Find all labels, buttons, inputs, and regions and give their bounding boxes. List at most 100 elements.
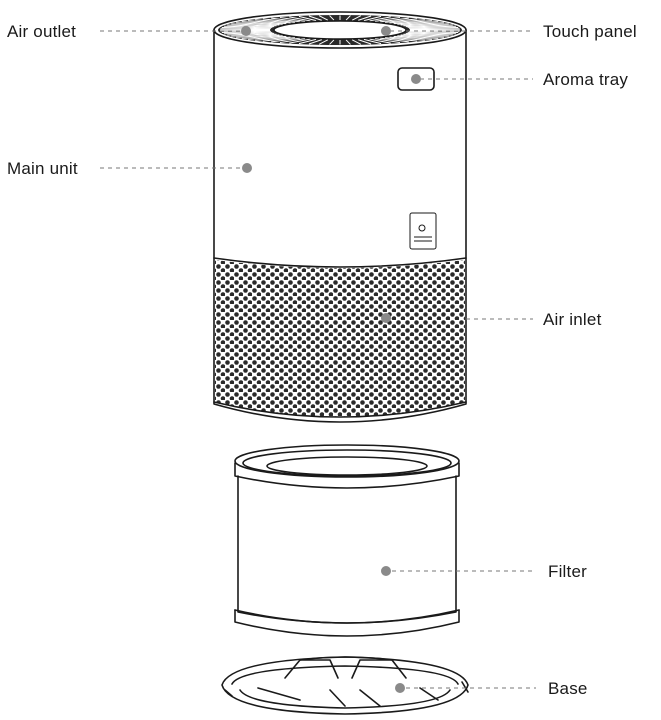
grille-slot bbox=[374, 16, 401, 22]
callout-aroma-tray: Aroma tray bbox=[411, 70, 628, 89]
grille-slot bbox=[389, 19, 425, 24]
grille-slot bbox=[397, 21, 439, 25]
filter-drawing bbox=[234, 444, 460, 637]
grille-slot bbox=[329, 15, 335, 21]
grille-slot bbox=[369, 38, 391, 44]
grille-slot bbox=[308, 15, 323, 21]
grille-slot bbox=[384, 18, 418, 23]
grille-slot bbox=[248, 35, 287, 40]
callout-base: Base bbox=[395, 679, 588, 698]
grille-slot bbox=[231, 33, 277, 37]
marker-dot bbox=[381, 26, 391, 36]
marker-dot bbox=[381, 566, 391, 576]
base-outer bbox=[221, 656, 469, 715]
filter-body bbox=[237, 475, 457, 624]
label-main-unit: Main unit bbox=[7, 159, 78, 178]
filter-top-rim-mid bbox=[242, 449, 452, 477]
grille-slot bbox=[271, 17, 300, 23]
grille-slot bbox=[262, 37, 296, 42]
main-unit-body bbox=[213, 29, 467, 423]
grille-slot bbox=[393, 20, 432, 25]
grille-slot bbox=[298, 15, 317, 22]
grille-slot bbox=[403, 33, 449, 37]
touch-panel-disc bbox=[273, 20, 407, 40]
grille-slot bbox=[408, 31, 459, 34]
grille-slot bbox=[403, 23, 449, 27]
grille-slot bbox=[241, 21, 283, 25]
grille-slot bbox=[400, 22, 444, 26]
grille-slot bbox=[227, 32, 275, 36]
marker-dot bbox=[241, 26, 251, 36]
filter-top-opening bbox=[266, 456, 428, 476]
filter-bottom-band bbox=[234, 609, 460, 637]
grille-slot bbox=[345, 39, 351, 45]
base-drawing bbox=[221, 656, 469, 715]
label-base: Base bbox=[548, 679, 588, 698]
grille-slot bbox=[363, 15, 382, 22]
grille-slot bbox=[407, 32, 456, 35]
grille-slot bbox=[241, 35, 283, 39]
label-aroma-tray: Aroma tray bbox=[543, 70, 628, 89]
grille-slot bbox=[248, 20, 287, 25]
inlet-bottom-edge bbox=[213, 401, 467, 418]
grille-slot bbox=[374, 38, 401, 44]
grille-slot bbox=[380, 17, 409, 23]
base-rib-left bbox=[284, 659, 339, 679]
grille-slot bbox=[227, 24, 275, 28]
grille-slot bbox=[289, 16, 311, 22]
grille-slot bbox=[308, 39, 323, 45]
marker-dot bbox=[395, 683, 405, 693]
base-rib-right bbox=[351, 659, 407, 679]
grille-slot bbox=[393, 35, 432, 40]
grille-slot bbox=[279, 16, 306, 22]
label-filter: Filter bbox=[548, 562, 587, 581]
callout-air-inlet: Air inlet bbox=[381, 310, 601, 329]
grille-slot bbox=[318, 39, 329, 45]
marker-dot bbox=[381, 313, 391, 323]
grille-slot bbox=[407, 25, 456, 28]
grille-slot bbox=[262, 18, 296, 23]
body-seam bbox=[213, 257, 467, 268]
grille-slot bbox=[351, 15, 362, 21]
air-inlet-perforations bbox=[215, 260, 465, 417]
filter-top-band bbox=[234, 462, 460, 489]
grille-slot bbox=[289, 38, 311, 44]
grille-slot bbox=[380, 37, 409, 43]
grille-slot bbox=[357, 39, 372, 45]
info-badge bbox=[409, 212, 437, 250]
grille-slot bbox=[357, 15, 372, 21]
grille-slot bbox=[389, 36, 425, 41]
grille-slot bbox=[408, 26, 459, 29]
grille-slot bbox=[271, 37, 300, 43]
grille-slot bbox=[255, 19, 291, 24]
aroma-tray-shape bbox=[397, 67, 435, 91]
grille-slot bbox=[405, 24, 453, 28]
grille-slot bbox=[236, 22, 280, 26]
grille-slot bbox=[369, 16, 391, 22]
callout-filter: Filter bbox=[381, 562, 587, 581]
grille-slot bbox=[384, 37, 418, 42]
grille-slot bbox=[329, 39, 335, 45]
grille-slot bbox=[351, 39, 362, 45]
grille-slot bbox=[400, 34, 444, 38]
grille-slot bbox=[397, 35, 439, 39]
label-air-outlet: Air outlet bbox=[7, 22, 76, 41]
grille-slot bbox=[345, 15, 351, 21]
label-touch-panel: Touch panel bbox=[543, 22, 637, 41]
marker-dot bbox=[411, 74, 421, 84]
callout-air-outlet: Air outlet bbox=[7, 22, 251, 41]
grille-slot bbox=[318, 15, 329, 21]
callout-main-unit: Main unit bbox=[7, 159, 252, 178]
grille-slot bbox=[255, 36, 291, 41]
grille-slot bbox=[363, 38, 382, 45]
callout-touch-panel: Touch panel bbox=[381, 22, 637, 41]
filter-top-rim-outer bbox=[234, 444, 460, 478]
grille-slot bbox=[231, 23, 277, 27]
grille-slot bbox=[236, 34, 280, 38]
main-unit-drawing bbox=[213, 11, 467, 423]
grille-slot bbox=[405, 32, 453, 36]
grille-slot bbox=[279, 38, 306, 44]
marker-dot bbox=[242, 163, 252, 173]
